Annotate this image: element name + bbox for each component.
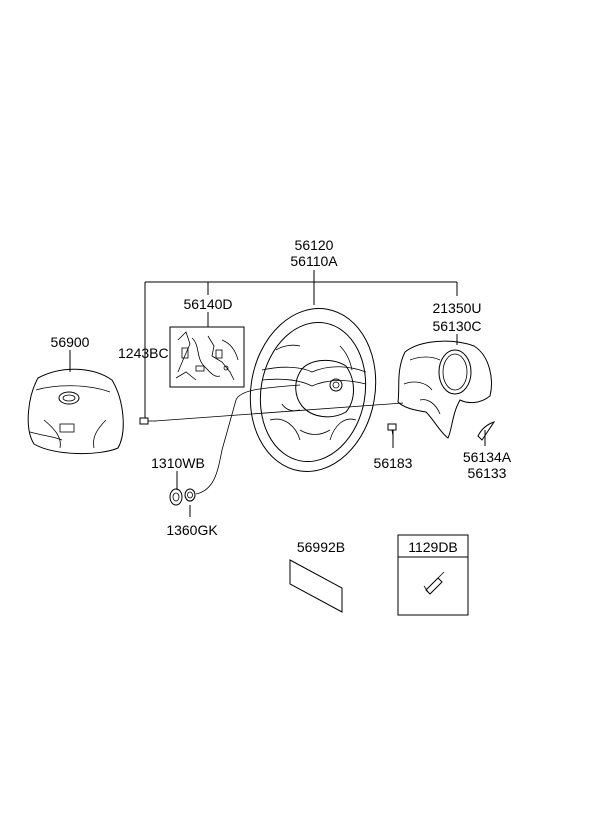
nut-1360gk	[184, 488, 196, 502]
part-number-56120: 56120	[294, 237, 334, 253]
bolt-box-1129db	[397, 534, 469, 616]
small-cover-piece	[477, 421, 496, 441]
part-number-56130c: 56130C	[432, 318, 482, 334]
nut-1310wb	[169, 488, 183, 506]
part-number-56992b: 56992B	[296, 539, 346, 555]
part-number-1360gk: 1360GK	[166, 522, 218, 538]
clock-spring-harness	[169, 326, 245, 388]
airbag-module	[27, 368, 124, 455]
part-number-56900: 56900	[50, 334, 90, 350]
part-number-56110a: 56110A	[290, 253, 338, 269]
part-number-1243bc: 1243BC	[118, 345, 169, 361]
part-number-1310wb: 1310WB	[151, 455, 205, 471]
steering-wheel	[249, 308, 377, 472]
screw-56183	[387, 423, 397, 437]
leader-lines	[69, 270, 486, 517]
part-number-56183: 56183	[373, 455, 413, 471]
part-number-56133: 56133	[467, 465, 507, 481]
part-number-56134a: 56134A	[462, 449, 512, 465]
part-number-1129db: 1129DB	[408, 539, 458, 555]
part-number-56140d: 56140D	[183, 296, 233, 312]
bolt-1243bc	[139, 417, 156, 425]
steering-cover	[397, 340, 492, 439]
part-number-21350u: 21350U	[432, 300, 482, 316]
label-sheet-56992b	[289, 559, 343, 613]
